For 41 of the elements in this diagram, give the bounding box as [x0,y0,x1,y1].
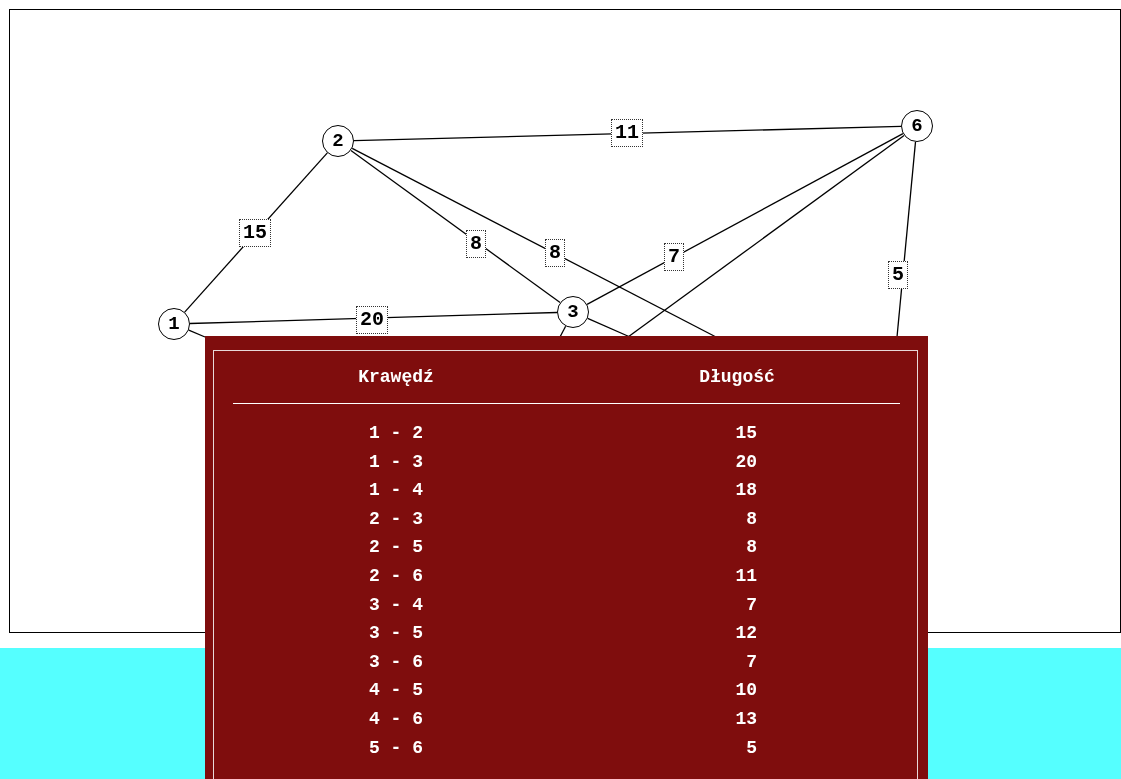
table-cell: 3 - 5 [369,622,423,645]
table-cell: 10 [735,679,757,702]
table-cell: 15 [735,422,757,444]
edge-label: 11 [611,119,643,147]
table-cell: 4 - 6 [369,708,423,730]
edge-label: 20 [356,306,388,334]
edge-line [627,134,905,338]
table-cell: 1 - 2 [369,422,423,444]
table-cell: 5 [746,736,757,759]
table-cell: 7 [746,593,757,616]
table-cell: 4 - 5 [369,679,423,702]
table-cell: 8 [746,536,757,559]
table-cell: 3 - 6 [369,650,423,673]
edge-label: 8 [466,230,486,258]
table-cell: 3 - 4 [369,593,423,616]
table-cell: 2 - 5 [369,536,423,559]
table-cell: 2 - 3 [369,507,423,530]
table-cell: 11 [735,565,757,587]
table-cell: 13 [735,708,757,730]
column-header: Długość [699,366,775,388]
edge-line [353,125,902,142]
table-cell: 5 - 6 [369,736,423,759]
edge-line [350,149,561,304]
edge-line [351,147,717,338]
table-cell: 1 - 4 [369,479,423,502]
edge-label: 15 [239,219,271,247]
edge-line [188,329,206,338]
table-cell: 12 [735,622,757,645]
column-header: Krawędź [358,366,434,388]
table-cell: 1 - 3 [369,450,423,473]
table-cell: 8 [746,507,757,530]
table-cell: 20 [735,450,757,473]
table-cell: 2 - 6 [369,565,423,587]
edge-line [587,317,631,338]
edge-line [189,311,558,325]
edge-label: 7 [664,243,684,271]
table-cell: 7 [746,650,757,673]
edge-line [586,132,904,306]
table-cell: 18 [735,479,757,502]
edge-label: 8 [545,239,565,267]
edge-label: 5 [888,261,908,289]
